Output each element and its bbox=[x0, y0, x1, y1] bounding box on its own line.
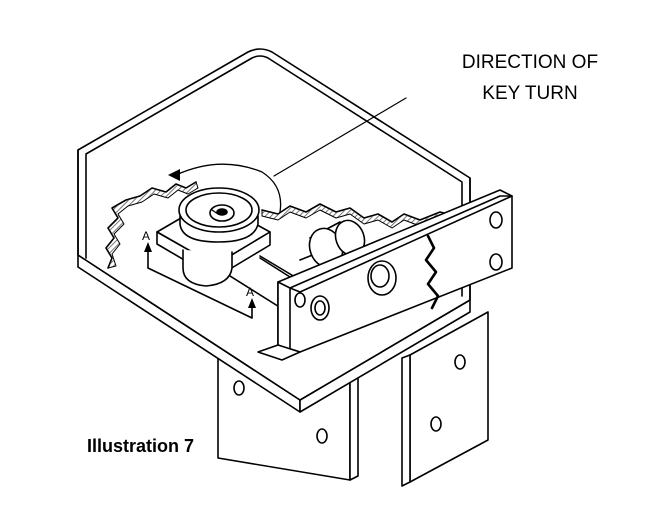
plunger-button bbox=[367, 260, 397, 296]
section-indicator bbox=[144, 242, 256, 319]
mounting-hole-icon bbox=[489, 211, 503, 229]
figure-caption: Illustration 7 bbox=[87, 436, 194, 456]
bracket-hole-icon bbox=[316, 428, 328, 444]
callout-line-2: KEY TURN bbox=[482, 83, 577, 104]
bracket-hole-icon bbox=[233, 380, 245, 396]
key-turn-arrow bbox=[168, 163, 282, 213]
lock-cylinder bbox=[178, 187, 260, 243]
section-mark-right: A bbox=[246, 285, 254, 299]
bracket-hole-icon bbox=[430, 416, 442, 432]
arrow-head-icon bbox=[168, 169, 180, 181]
mounting-hole-icon bbox=[310, 295, 330, 321]
callout-leader-line bbox=[273, 97, 407, 177]
plate-break-line bbox=[424, 234, 440, 310]
mounting-hole-icon bbox=[294, 292, 306, 308]
section-arrow-icon bbox=[144, 242, 152, 252]
mounting-hole-icon bbox=[489, 253, 503, 271]
base-plate bbox=[77, 254, 471, 413]
section-mark-left: A bbox=[142, 229, 150, 243]
section-arrow-icon bbox=[248, 298, 256, 308]
callout-line-1: DIRECTION OF bbox=[462, 52, 598, 73]
bracket-hole-icon bbox=[454, 354, 466, 370]
